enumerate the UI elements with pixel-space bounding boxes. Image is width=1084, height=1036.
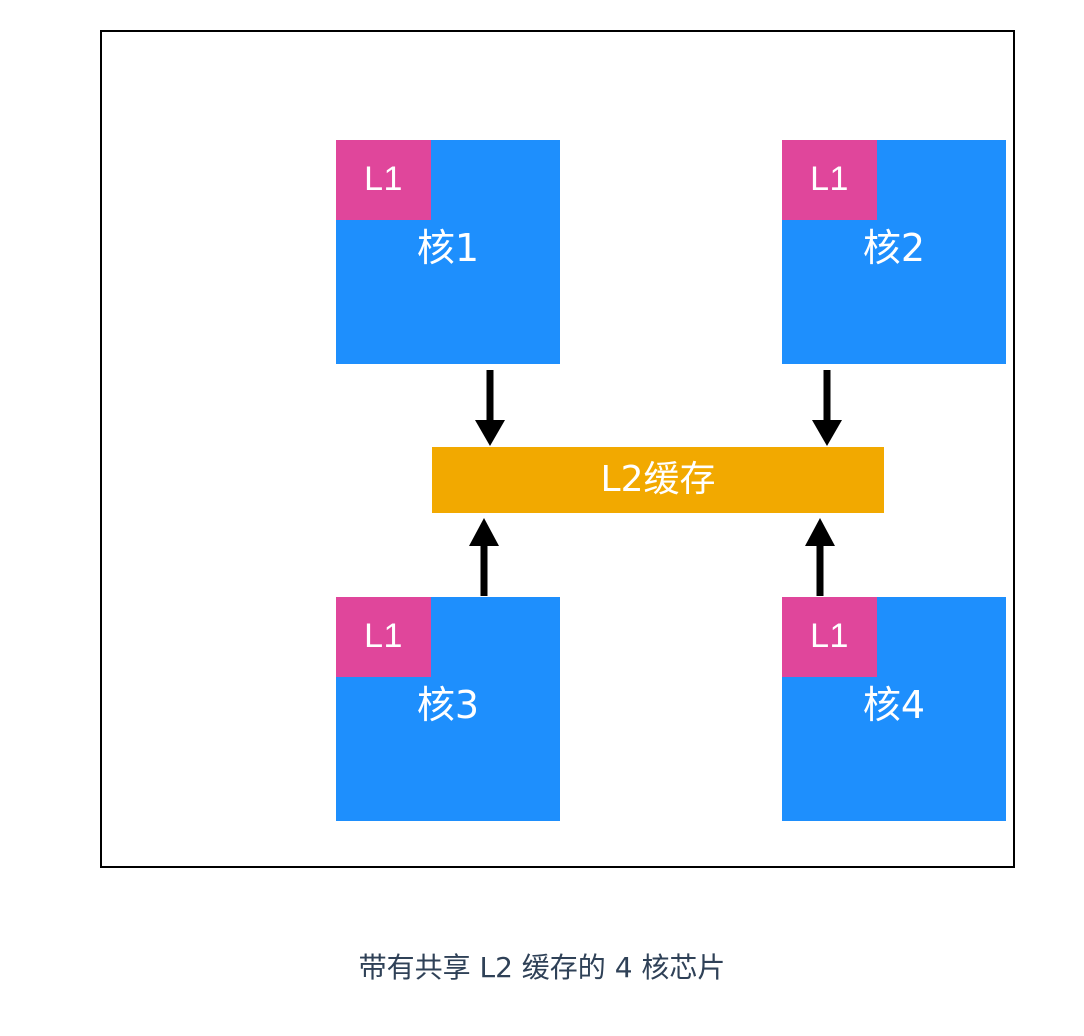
l2-cache-label: L2缓存 [600, 459, 716, 500]
l1-cache-label-1: L1 [364, 160, 403, 198]
arrow-core4-to-l2-icon [800, 518, 840, 596]
l1-cache-block-4: L1 [782, 597, 877, 677]
core-block-4: L1 核4 [782, 597, 1006, 821]
core-block-1: L1 核1 [336, 140, 560, 364]
arrow-core3-to-l2-icon [464, 518, 504, 596]
l1-cache-label-2: L1 [810, 160, 849, 198]
core-label-2: 核2 [862, 226, 926, 270]
chip-die-boundary: L1 核1 L1 核2 L1 核3 L1 核4 L2缓存 [100, 30, 1015, 868]
arrow-core2-to-l2-icon [807, 370, 847, 446]
l1-cache-label-4: L1 [810, 617, 849, 655]
l1-cache-block-1: L1 [336, 140, 431, 220]
l1-cache-label-3: L1 [364, 617, 403, 655]
core-block-3: L1 核3 [336, 597, 560, 821]
l1-cache-block-3: L1 [336, 597, 431, 677]
core-block-2: L1 核2 [782, 140, 1006, 364]
arrow-core1-to-l2-icon [470, 370, 510, 446]
figure-caption: 带有共享 L2 缓存的 4 核芯片 [358, 951, 726, 984]
core-label-4: 核4 [862, 683, 926, 727]
core-label-3: 核3 [416, 683, 480, 727]
l1-cache-block-2: L1 [782, 140, 877, 220]
l2-cache-block: L2缓存 [432, 447, 884, 513]
core-label-1: 核1 [416, 226, 480, 270]
